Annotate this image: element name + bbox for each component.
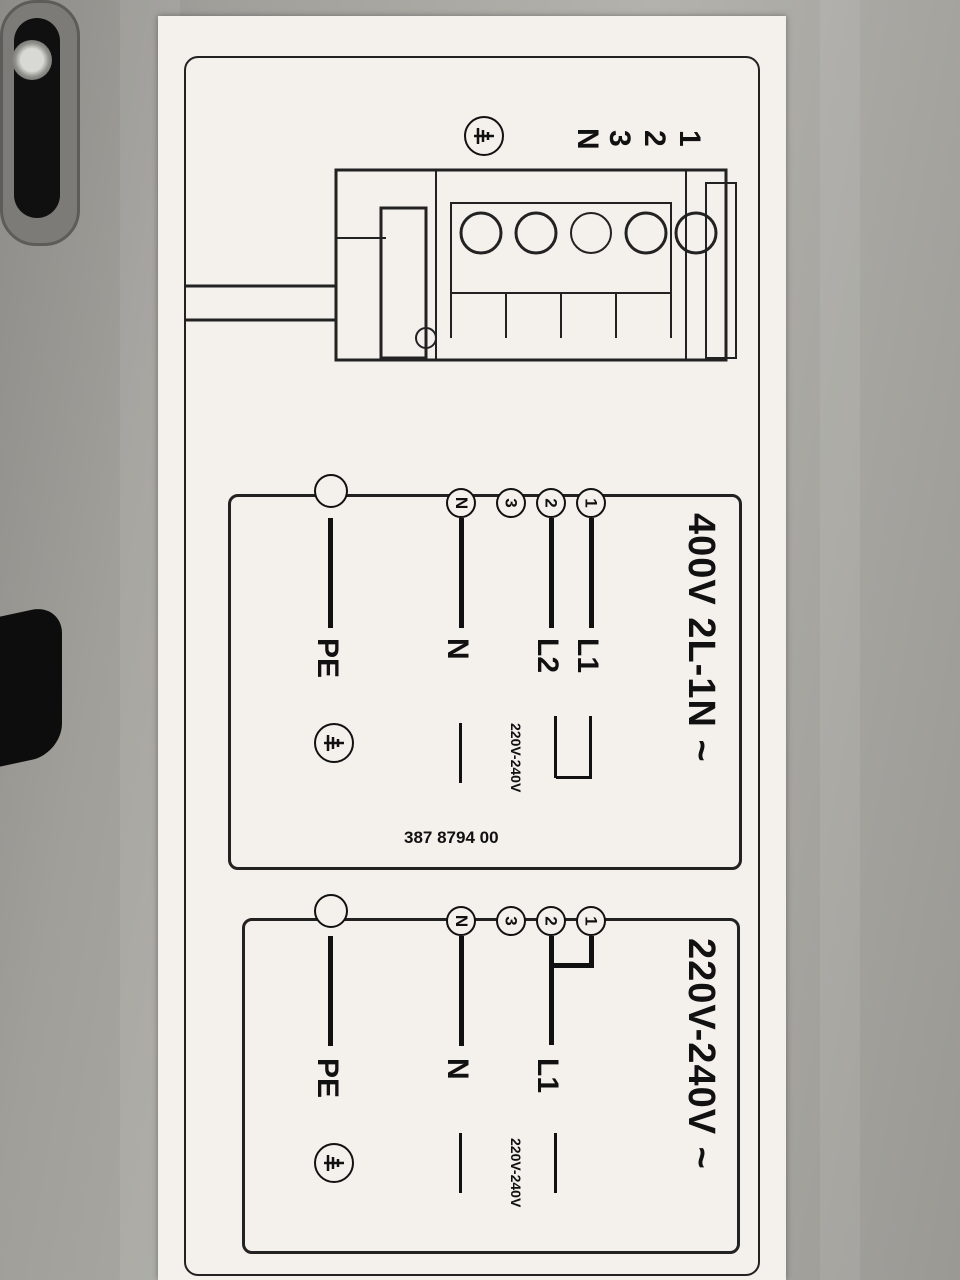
label-pe: PE: [311, 638, 344, 679]
terminal-circle-n: N: [446, 488, 476, 518]
wire-l1: [589, 518, 594, 628]
terminal-circle-3: 3: [496, 488, 526, 518]
wire-n: [459, 518, 464, 628]
terminal-number-2: 2: [638, 130, 671, 147]
terminal-circle-1: 1: [576, 488, 606, 518]
wire-pe: [328, 518, 333, 628]
wire-l1-230v: [549, 963, 554, 1045]
wire-l2: [549, 518, 554, 628]
terminal-circle-n-230v: N: [446, 906, 476, 936]
terminal-number-1: 1: [673, 130, 706, 147]
pe-ground-icon: [314, 474, 348, 508]
diagram-230v-title: 220V-240V ~: [680, 938, 722, 1170]
terminal-number-3: 3: [603, 130, 636, 147]
label-l2: L2: [531, 638, 564, 674]
terminal-circle-2: 2: [536, 488, 566, 518]
diagram-230v: [242, 918, 740, 1254]
label-l1-230v: L1: [531, 1058, 564, 1094]
bridge-1: [589, 936, 594, 966]
pe-ground-icon-230v: [314, 894, 348, 928]
terminal-circle-3-230v: 3: [496, 906, 526, 936]
fuse-link: [556, 776, 592, 779]
fuse-n: [459, 723, 462, 783]
wire-pe-230v: [328, 936, 333, 1046]
wire-n-230v: [459, 936, 464, 1046]
fuse-l2: [554, 716, 557, 778]
label-n-230v: N: [441, 1058, 474, 1080]
wiring-label: 1 2 3 N 400V 2L-1N ~ 1 2 3 N L1 L2 N PE …: [158, 16, 786, 1280]
screw-icon: [12, 40, 52, 80]
ground-icon: [464, 116, 504, 156]
label-pe-230v: PE: [311, 1058, 344, 1099]
label-n: N: [441, 638, 474, 660]
terminal-circle-2-230v: 2: [536, 906, 566, 936]
diagram-400v: [228, 494, 742, 870]
voltage-note-230v: 220V-240V: [508, 1138, 524, 1208]
label-l1: L1: [571, 638, 604, 674]
bridge-link: [549, 963, 594, 968]
pe-ground-symbol: [314, 723, 354, 763]
panel-slot-left: [0, 603, 62, 767]
voltage-note-400v: 220V-240V: [508, 723, 524, 793]
pe-ground-symbol-230v: [314, 1143, 354, 1183]
terminal-block-drawing: [186, 168, 737, 362]
fuse-l1-230v: [554, 1133, 557, 1193]
terminal-number-n: N: [571, 128, 604, 150]
part-number: 387 8794 00: [404, 828, 499, 847]
label-frame: 1 2 3 N 400V 2L-1N ~ 1 2 3 N L1 L2 N PE …: [184, 56, 760, 1276]
fuse-l1: [589, 716, 592, 776]
bridge-2: [549, 936, 554, 966]
fuse-n-230v: [459, 1133, 462, 1193]
terminal-circle-1-230v: 1: [576, 906, 606, 936]
panel-slot-right: [0, 0, 80, 246]
diagram-400v-title: 400V 2L-1N ~: [680, 513, 722, 763]
